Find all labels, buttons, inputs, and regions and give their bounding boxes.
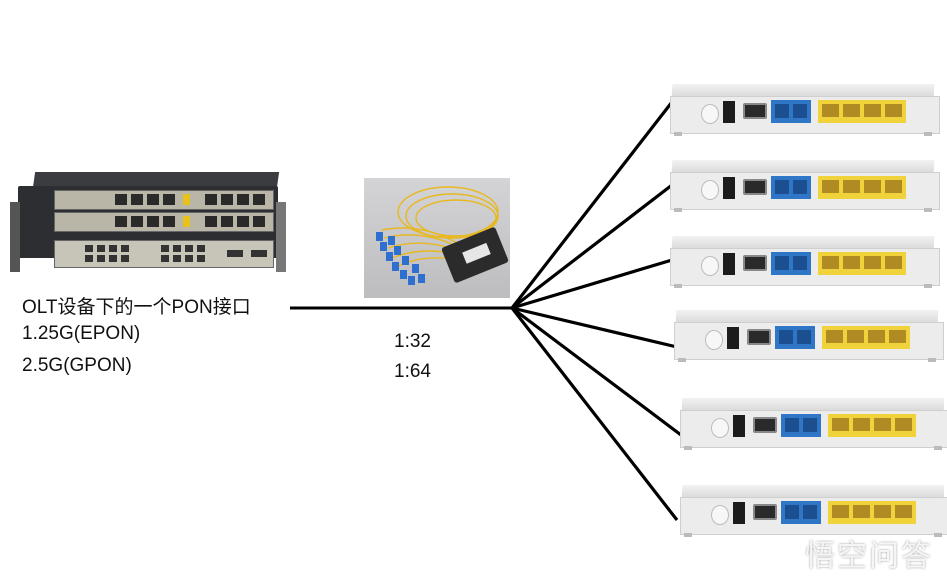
phone-ports-icon xyxy=(775,326,815,349)
split-ratio-32: 1:32 xyxy=(394,331,431,352)
lan-ports-icon xyxy=(818,100,906,123)
drop-fiber-5 xyxy=(511,306,686,440)
reset-button-icon xyxy=(711,505,729,525)
power-jack-icon xyxy=(723,177,735,199)
usb-port-icon xyxy=(753,417,777,433)
onu-device-image-5 xyxy=(680,398,947,458)
onu-device-image-4 xyxy=(674,310,944,370)
lan-ports-icon xyxy=(828,414,916,437)
reset-button-icon xyxy=(705,330,723,350)
split-ratio-64: 1:64 xyxy=(394,361,431,382)
usb-port-icon xyxy=(753,504,777,520)
drop-fiber-4 xyxy=(511,306,678,349)
reset-button-icon xyxy=(711,418,729,438)
lan-ports-icon xyxy=(828,501,916,524)
usb-port-icon xyxy=(743,103,767,119)
power-jack-icon xyxy=(733,502,745,524)
power-jack-icon xyxy=(727,327,739,349)
phone-ports-icon xyxy=(771,252,811,275)
gpon-rate-label: 2.5G(GPON) xyxy=(22,355,132,376)
drop-fiber-3 xyxy=(511,258,673,310)
usb-port-icon xyxy=(743,255,767,271)
onu-device-image-3 xyxy=(670,236,940,296)
phone-ports-icon xyxy=(781,414,821,437)
lan-ports-icon xyxy=(818,176,906,199)
reset-button-icon xyxy=(701,256,719,276)
lan-ports-icon xyxy=(818,252,906,275)
phone-ports-icon xyxy=(781,501,821,524)
phone-ports-icon xyxy=(771,176,811,199)
drop-fiber-2 xyxy=(511,183,673,310)
onu-device-image-2 xyxy=(670,160,940,220)
watermark-text: 悟空问答 xyxy=(805,540,933,573)
olt-pon-label: OLT设备下的一个PON接口 xyxy=(22,297,251,318)
olt-chassis-image xyxy=(10,172,290,272)
reset-button-icon xyxy=(701,104,719,124)
phone-ports-icon xyxy=(771,100,811,123)
epon-rate-label: 1.25G(EPON) xyxy=(22,323,141,344)
power-jack-icon xyxy=(723,253,735,275)
usb-port-icon xyxy=(743,179,767,195)
reset-button-icon xyxy=(701,180,719,200)
usb-port-icon xyxy=(747,329,771,345)
drop-fiber-6 xyxy=(510,307,679,521)
power-jack-icon xyxy=(723,101,735,123)
optical-splitter-image xyxy=(364,178,510,298)
lan-ports-icon xyxy=(822,326,910,349)
drop-fiber-1 xyxy=(510,101,674,309)
onu-device-image-6 xyxy=(680,485,947,545)
power-jack-icon xyxy=(733,415,745,437)
onu-device-image-1 xyxy=(670,84,940,144)
